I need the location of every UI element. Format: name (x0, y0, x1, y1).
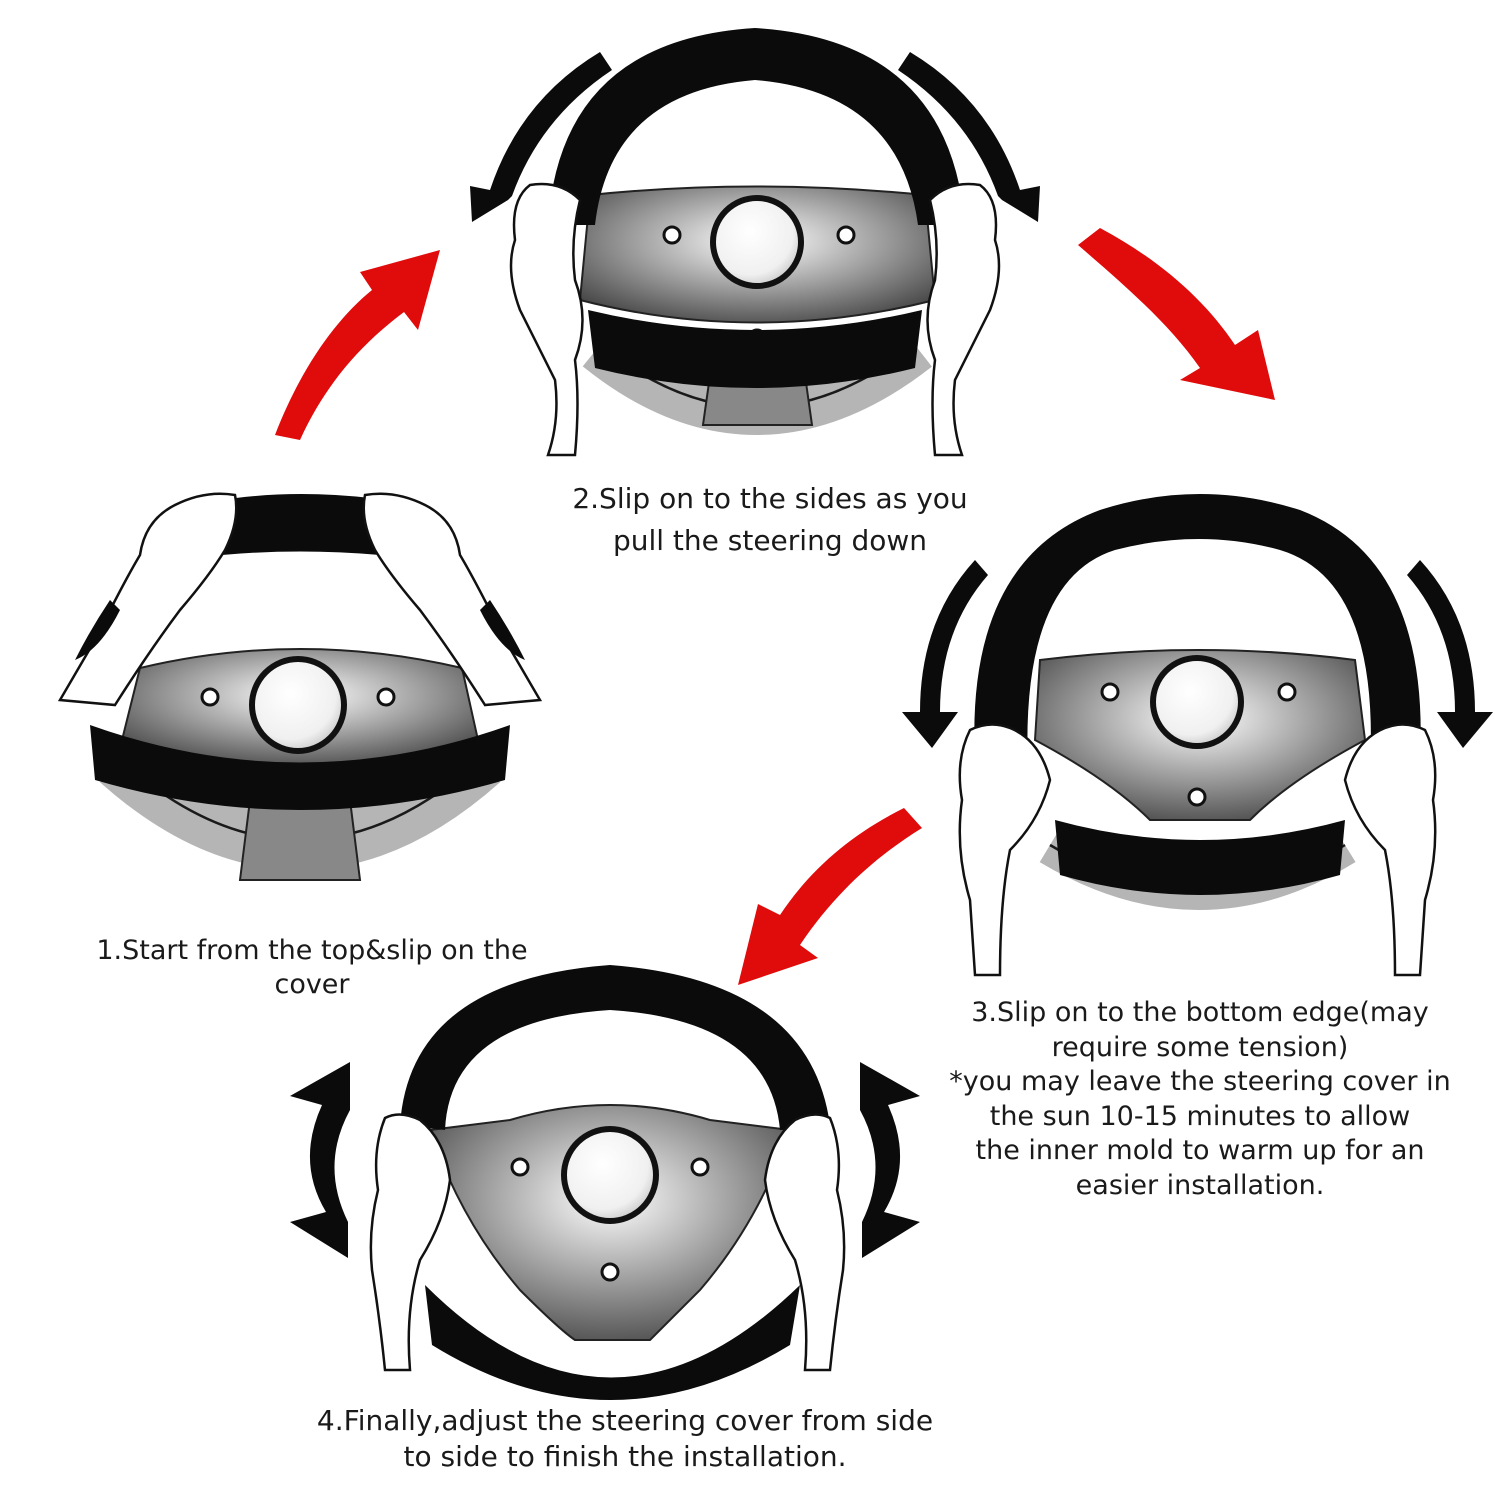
caption-note-line: the sun 10-15 minutes to allow (989, 1100, 1411, 1132)
black-curved-arrow-icon-3b (1407, 560, 1493, 748)
red-curved-arrow-icon-2 (1078, 228, 1275, 400)
caption-line: 2.Slip on to the sides as you (572, 482, 968, 515)
caption-note-line: the inner mold to warm up for an (975, 1135, 1425, 1166)
steering-wheel-icon-2 (548, 28, 965, 435)
step-1-caption: 1.Start from the top&slip on the cover (62, 934, 562, 1002)
hand-icon-3b (1343, 723, 1437, 977)
black-curved-arrow-icon-4b (860, 1062, 920, 1258)
caption-line: 1.Start from the top&slip on the (96, 935, 528, 966)
step-4-caption: 4.Finally,adjust the steering cover from… (265, 1403, 985, 1475)
caption-note-line: easier installation. (1075, 1169, 1325, 1201)
hand-icon-3a (958, 723, 1052, 977)
steering-wheel-icon-4 (400, 965, 830, 1400)
black-curved-arrow-icon-3a (902, 560, 988, 748)
cover-top-piece-1 (222, 494, 380, 555)
hand-icon-2b (926, 182, 1001, 457)
red-curved-arrow-icon-3 (738, 808, 922, 985)
step-2-caption: 2.Slip on to the sides as you pull the s… (520, 478, 1020, 562)
caption-line: pull the steering down (612, 524, 928, 557)
steering-wheel-icon-3 (974, 494, 1421, 910)
caption-line: cover (274, 969, 350, 1000)
caption-line: require some tension) (1051, 1031, 1349, 1063)
caption-line: 3.Slip on to the bottom edge(may (971, 997, 1429, 1028)
hand-icon-1b (362, 492, 543, 707)
caption-note-line: *you may leave the steering cover in (949, 1066, 1451, 1097)
hand-icon-4b (763, 1113, 846, 1372)
red-curved-arrow-icon-1 (275, 250, 440, 440)
hand-icon-4a (369, 1113, 452, 1372)
step-3-caption: 3.Slip on to the bottom edge(may require… (915, 996, 1485, 1203)
hand-icon-2a (509, 182, 584, 457)
black-curved-arrow-icon-2a (470, 52, 612, 222)
steering-wheel-icon-1 (90, 648, 510, 881)
caption-line: to side to finish the installation. (403, 1440, 847, 1473)
black-curved-arrow-icon-2b (898, 52, 1040, 222)
caption-line: 4.Finally,adjust the steering cover from… (316, 1404, 934, 1437)
hand-icon-1a (57, 492, 238, 707)
black-curved-arrow-icon-4a (290, 1062, 350, 1258)
